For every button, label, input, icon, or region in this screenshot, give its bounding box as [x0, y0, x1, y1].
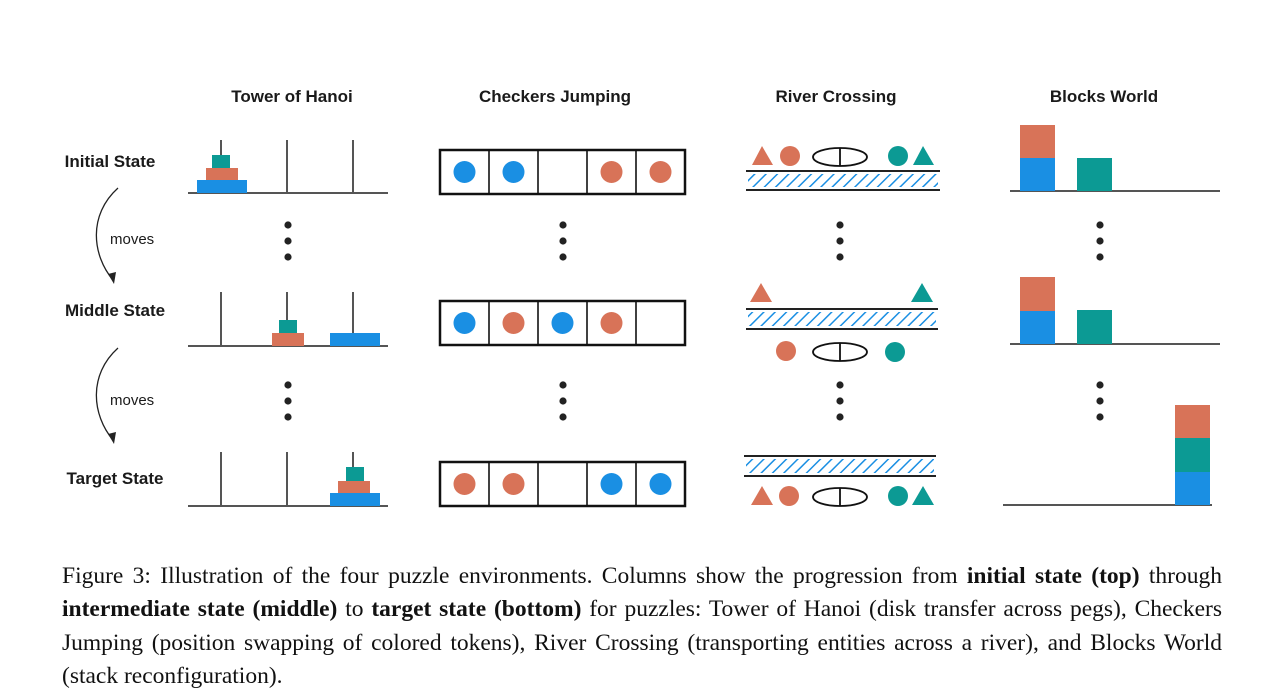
checkers-board — [438, 148, 687, 196]
checker-token-blue — [453, 161, 476, 183]
checkers-target — [438, 460, 687, 508]
hanoi-middle — [188, 292, 388, 347]
river-target — [744, 455, 936, 507]
checkers-middle — [438, 299, 687, 347]
checker-token-blue — [453, 312, 476, 334]
river-dots-1 — [836, 221, 844, 261]
checkers-dots-1 — [559, 221, 567, 261]
checkers-board — [438, 460, 687, 508]
hanoi-dots-2 — [284, 381, 292, 421]
hanoi-disk-medium — [338, 481, 370, 493]
column-title-river: River Crossing — [776, 87, 897, 106]
blocks-middle — [1010, 277, 1220, 345]
checker-token-orange — [453, 473, 476, 495]
river-band — [748, 312, 936, 326]
block-blue — [1020, 311, 1055, 344]
circle-token — [779, 486, 799, 506]
block-teal — [1175, 438, 1210, 472]
triangle-icon — [912, 486, 934, 505]
block-orange — [1020, 277, 1055, 311]
caption-bold-initial: initial state (top) — [966, 562, 1140, 589]
checker-token-blue — [649, 473, 672, 495]
hanoi-disk-large — [330, 493, 380, 506]
block-blue — [1020, 158, 1055, 191]
triangle-icon — [913, 146, 934, 165]
hanoi-disk-large — [330, 333, 380, 346]
circle-token — [888, 486, 908, 506]
checker-token-blue — [600, 473, 623, 495]
hanoi-dots-1 — [284, 221, 292, 261]
hanoi-disk-small — [212, 155, 230, 168]
caption-text: through — [1139, 562, 1222, 589]
blocks-dots-1 — [1096, 221, 1104, 261]
hanoi-target — [188, 452, 388, 507]
river-initial — [746, 146, 940, 191]
block-teal — [1077, 310, 1112, 344]
checker-token-orange — [649, 161, 672, 183]
block-orange — [1175, 405, 1210, 438]
checkers-initial — [438, 148, 687, 196]
river-band — [748, 174, 938, 187]
block-blue — [1175, 472, 1210, 505]
caption-text: to — [337, 596, 372, 622]
checkers-board — [438, 299, 687, 347]
circle-token — [885, 342, 905, 362]
caption-bold-target: target state (bottom) — [371, 596, 582, 622]
checker-token-blue — [502, 161, 525, 183]
hanoi-disk-small — [279, 320, 297, 333]
triangle-icon — [911, 283, 933, 302]
row-label-middle: Middle State — [65, 301, 165, 320]
triangle-icon — [752, 146, 773, 165]
blocks-target — [1003, 405, 1212, 506]
caption-text: for puzzles: Tower of Hanoi (disk transf… — [62, 596, 1223, 689]
moves-label-2: moves — [110, 392, 154, 409]
boat-icon — [812, 147, 868, 167]
column-title-hanoi: Tower of Hanoi — [231, 87, 353, 106]
moves-arrow-2 — [95, 347, 119, 444]
circle-token — [780, 146, 800, 166]
row-label-initial: Initial State — [65, 152, 156, 171]
blocks-initial — [1010, 125, 1220, 192]
boat-icon — [812, 342, 868, 362]
triangle-icon — [750, 283, 772, 302]
blocks-dots-2 — [1096, 381, 1104, 421]
checker-token-orange — [502, 473, 525, 495]
river-middle — [746, 283, 938, 362]
checker-token-orange — [600, 312, 623, 334]
moves-label-1: moves — [110, 231, 154, 248]
river-band — [746, 459, 934, 473]
puzzle-figure: Tower of Hanoi Checkers Jumping River Cr… — [65, 87, 1220, 508]
checker-token-blue — [551, 312, 574, 334]
caption-text: Figure 3: Illustration of the four puzzl… — [62, 562, 967, 589]
hanoi-disk-small — [346, 467, 364, 481]
figure-caption: Figure 3: Illustration of the four puzzl… — [62, 560, 1222, 694]
river-dots-2 — [836, 381, 844, 421]
column-title-blocks: Blocks World — [1050, 87, 1158, 106]
hanoi-disk-medium — [206, 168, 238, 180]
boat-icon — [812, 487, 868, 507]
circle-token — [888, 146, 908, 166]
hanoi-disk-medium — [272, 333, 304, 346]
checker-token-orange — [600, 161, 623, 183]
block-teal — [1077, 158, 1112, 191]
hanoi-disk-large — [197, 180, 247, 193]
block-orange — [1020, 125, 1055, 158]
checker-token-orange — [502, 312, 525, 334]
moves-arrow-1 — [95, 187, 119, 284]
circle-token — [776, 341, 796, 361]
column-title-checkers: Checkers Jumping — [479, 87, 631, 106]
row-label-target: Target State — [67, 469, 164, 488]
checkers-dots-2 — [559, 381, 567, 421]
caption-bold-middle: intermediate state (middle) — [62, 596, 338, 622]
hanoi-initial — [188, 140, 388, 194]
triangle-icon — [751, 486, 773, 505]
